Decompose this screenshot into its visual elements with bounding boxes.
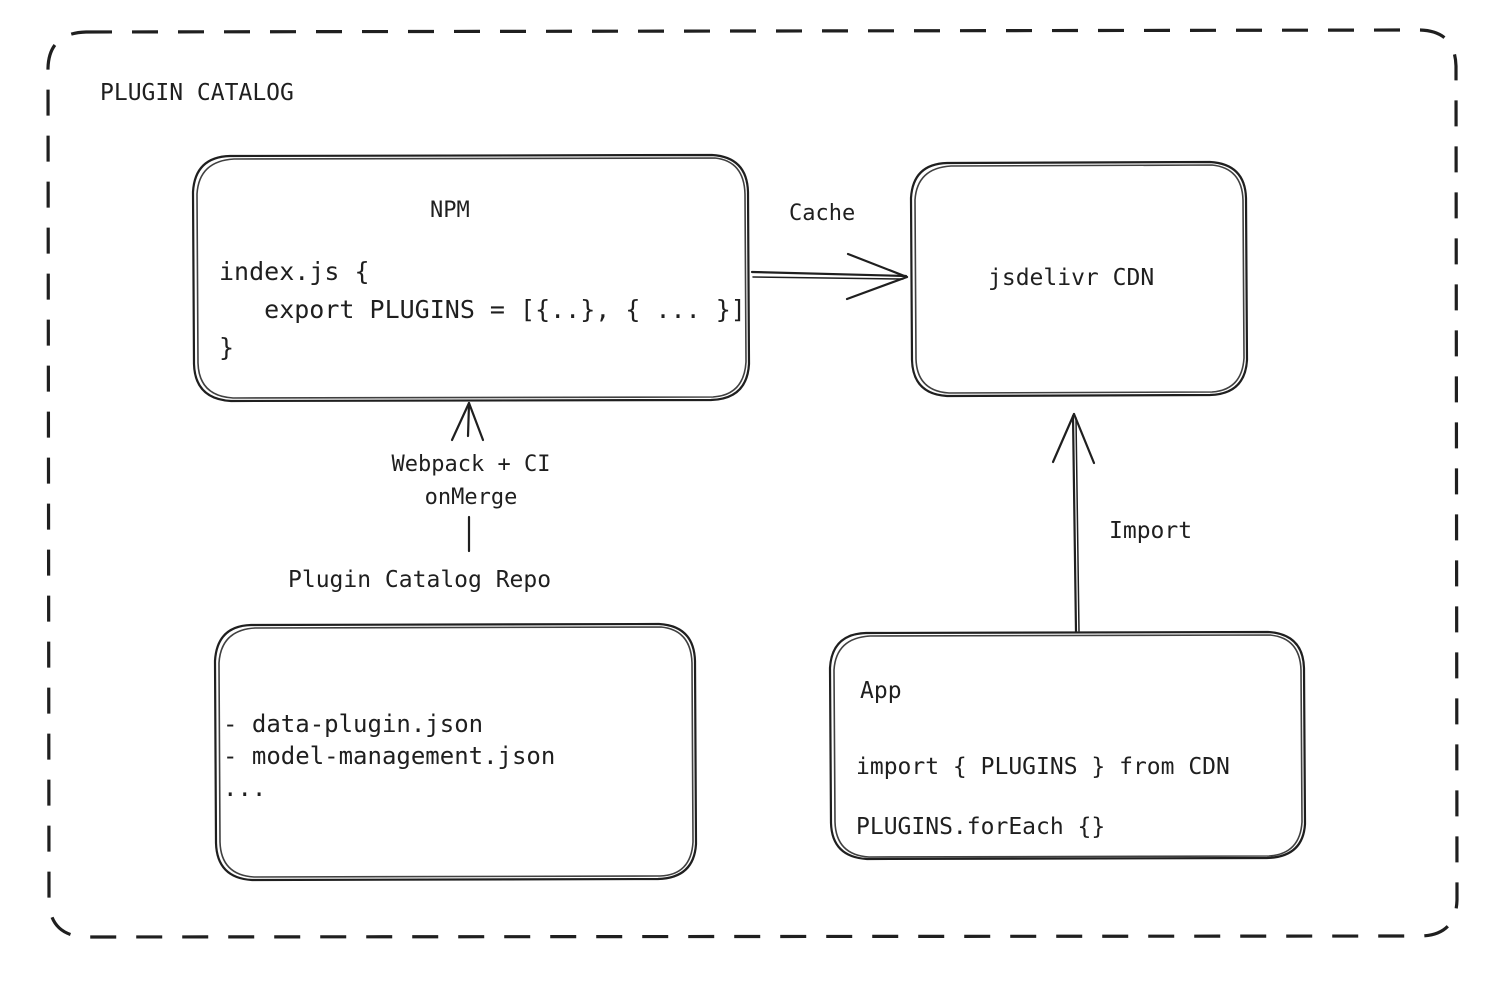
page-title: PLUGIN CATALOG [100, 80, 294, 106]
npm-code-line-1: index.js { [219, 257, 370, 286]
app-node-shape [828, 630, 1307, 861]
app-code-line-1: import { PLUGINS } from CDN [856, 754, 1230, 780]
build-edge-label-line-2: onMerge [424, 485, 518, 510]
repo-file-list: - data-plugin.json - model-management.js… [223, 708, 555, 804]
app-node-title: App [860, 678, 902, 704]
cdn-node-shape [909, 160, 1249, 398]
build-edge-label-line-1: Webpack + CI [391, 452, 551, 477]
cache-arrow [750, 252, 909, 301]
build-arrow [450, 401, 485, 553]
npm-node-title: NPM [430, 198, 470, 223]
repo-file-item-3: ... [223, 774, 267, 802]
app-code-line-2: PLUGINS.forEach {} [856, 814, 1106, 840]
repo-node-shape [213, 622, 698, 882]
repo-file-item-2: - model-management.json [223, 742, 556, 770]
import-arrow [1051, 412, 1096, 634]
npm-code-block: index.js { export PLUGINS = [{..}, { ...… [219, 253, 746, 367]
build-edge-label: Webpack + CI onMerge [375, 448, 567, 514]
app-code-block: import { PLUGINS } from CDN PLUGINS.forE… [856, 737, 1230, 857]
repo-node-label: Plugin Catalog Repo [288, 567, 552, 593]
npm-code-line-3: } [219, 333, 235, 362]
import-edge-label: Import [1109, 518, 1193, 544]
npm-code-line-2: export PLUGINS = [{..}, { ... }] [219, 295, 746, 324]
cdn-node-title: jsdelivr CDN [988, 265, 1155, 291]
plugin-catalog-frame [46, 28, 1459, 939]
npm-node-shape [191, 153, 751, 403]
cache-edge-label: Cache [789, 201, 856, 226]
repo-file-item-1: - data-plugin.json [223, 710, 484, 738]
